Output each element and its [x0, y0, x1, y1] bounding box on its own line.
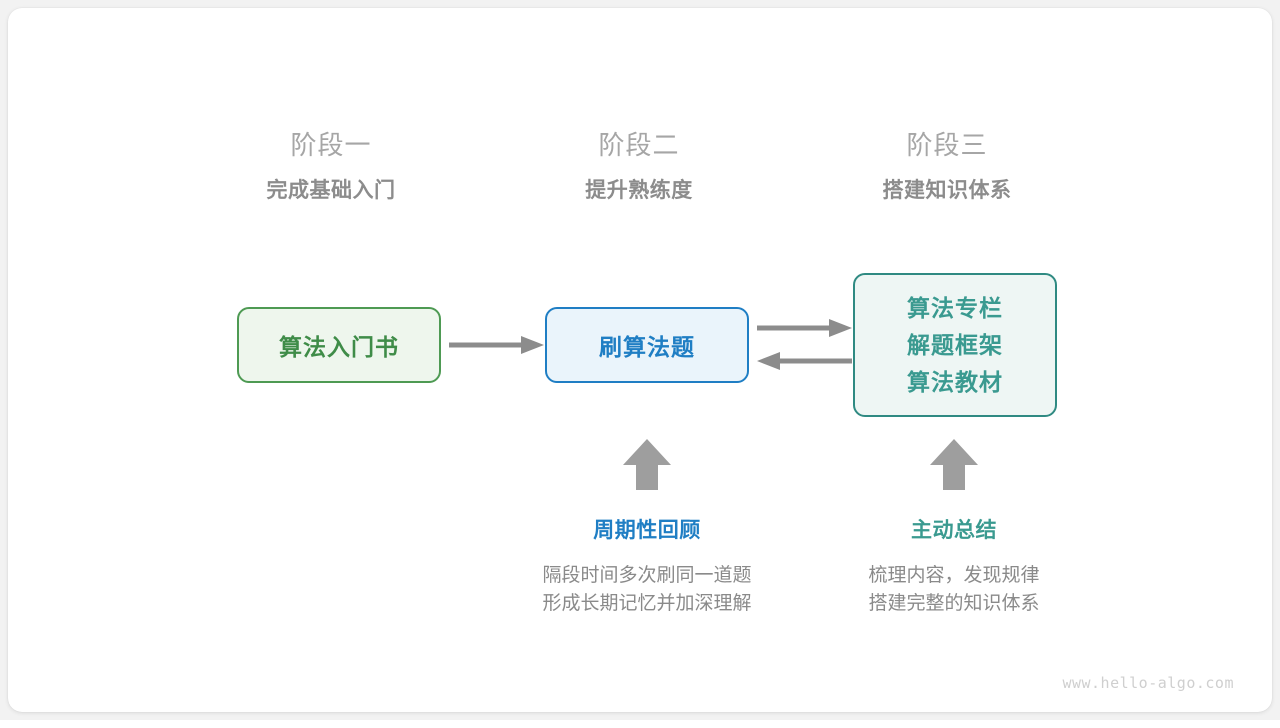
stage-column-1: 阶段一 完成基础入门 — [201, 128, 461, 206]
annotation-periodic-review-title: 周期性回顾 — [593, 519, 701, 542]
stage-3-subtitle: 搭建知识体系 — [882, 179, 1012, 202]
annotation-periodic-review-desc-line-2: 形成长期记忆并加深理解 — [542, 593, 752, 614]
arrow-knowledge-to-practice — [757, 352, 852, 370]
flow-box-knowledge-line-3: 算法教材 — [907, 368, 1003, 395]
stage-1-subtitle: 完成基础入门 — [266, 179, 396, 202]
stage-3-name: 阶段三 — [906, 130, 988, 160]
annotation-active-summary-title: 主动总结 — [911, 519, 997, 542]
stage-2-subtitle: 提升熟练度 — [585, 179, 693, 202]
annotation-periodic-review-desc: 隔段时间多次刷同一道题 形成长期记忆并加深理解 — [497, 562, 797, 618]
annotation-active-summary-desc-line-1: 梳理内容，发现规律 — [868, 565, 1040, 586]
stage-column-3: 阶段三 搭建知识体系 — [817, 128, 1077, 206]
stage-1-name: 阶段一 — [290, 130, 372, 160]
stage-column-2: 阶段二 提升熟练度 — [509, 128, 769, 206]
annotation-periodic-review: 周期性回顾 隔段时间多次刷同一道题 形成长期记忆并加深理解 — [497, 517, 797, 618]
annotation-active-summary: 主动总结 梳理内容，发现规律 搭建完整的知识体系 — [804, 517, 1104, 618]
annotation-active-summary-desc: 梳理内容，发现规律 搭建完整的知识体系 — [804, 562, 1104, 618]
arrow-practice-to-knowledge — [757, 319, 852, 337]
flow-box-knowledge-line-1: 算法专栏 — [907, 294, 1003, 321]
flow-box-intro-book[interactable]: 算法入门书 — [237, 307, 441, 383]
annotation-periodic-review-desc-line-1: 隔段时间多次刷同一道题 — [542, 565, 752, 586]
flow-box-knowledge-line-2: 解题框架 — [907, 331, 1003, 358]
arrow-up-periodic-review — [623, 439, 671, 490]
stage-2-name: 阶段二 — [598, 130, 680, 160]
watermark: www.hello-algo.com — [1062, 674, 1234, 692]
flow-box-practice-problems[interactable]: 刷算法题 — [545, 307, 749, 383]
flow-box-intro-book-label: 算法入门书 — [279, 334, 399, 360]
diagram-card: 阶段一 完成基础入门 阶段二 提升熟练度 阶段三 搭建知识体系 算法入门书 刷算… — [8, 8, 1272, 712]
arrow-book-to-practice — [449, 336, 544, 354]
flow-box-knowledge-resources[interactable]: 算法专栏 解题框架 算法教材 — [853, 273, 1057, 417]
annotation-active-summary-desc-line-2: 搭建完整的知识体系 — [868, 593, 1040, 614]
flow-box-practice-problems-label: 刷算法题 — [599, 334, 695, 360]
arrow-up-active-summary — [930, 439, 978, 490]
